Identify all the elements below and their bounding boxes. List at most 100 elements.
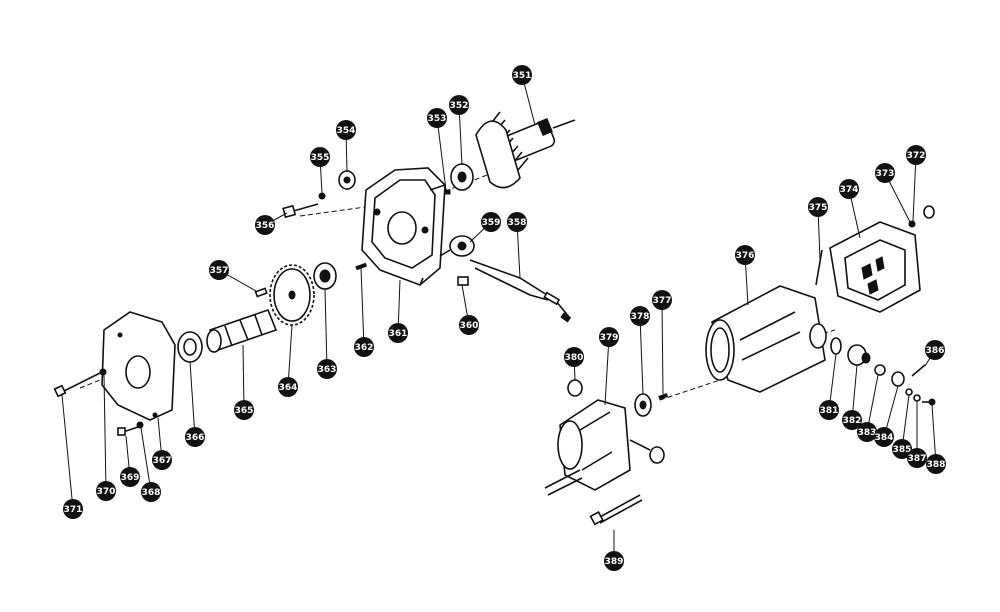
leader-line-371 <box>61 394 74 510</box>
callout-363: 363 <box>317 359 337 379</box>
gear-part-364 <box>269 264 315 326</box>
callout-number-384: 384 <box>875 433 894 443</box>
armature-part <box>475 111 576 189</box>
brush-holder-part-359 <box>439 235 475 257</box>
callout-number-370: 370 <box>97 487 116 497</box>
spring-part-383 <box>874 364 886 376</box>
callout-358: 358 <box>507 212 527 232</box>
callout-bubble-383 <box>857 422 877 442</box>
callout-number-366: 366 <box>186 433 205 443</box>
leader-line-363 <box>324 288 328 370</box>
callout-number-385: 385 <box>893 445 912 455</box>
callout-368: 368 <box>141 482 161 502</box>
callout-365: 365 <box>234 400 254 420</box>
callout-378: 378 <box>630 306 650 326</box>
callout-number-374: 374 <box>840 185 859 195</box>
screw-part-356 <box>282 203 319 219</box>
right-assembly <box>544 205 936 526</box>
leader-lines <box>61 74 937 561</box>
callout-number-376: 376 <box>736 251 755 261</box>
spindle-part-365 <box>206 308 278 353</box>
leader-line-379 <box>604 336 610 406</box>
callout-bubble-371 <box>63 499 83 519</box>
callout-bubble-387 <box>907 448 927 468</box>
callout-number-363: 363 <box>318 365 337 375</box>
callout-389: 389 <box>604 551 624 571</box>
callout-bubble-359 <box>481 212 501 232</box>
leader-line-378 <box>639 315 644 395</box>
callout-381: 381 <box>819 400 839 420</box>
callout-383: 383 <box>857 422 877 442</box>
callout-380: 380 <box>564 347 584 367</box>
callout-bubble-378 <box>630 306 650 326</box>
grommet-part-354 <box>338 170 356 190</box>
callout-379: 379 <box>599 327 619 347</box>
callout-bubble-380 <box>564 347 584 367</box>
end-cap-part-374 <box>829 221 921 313</box>
callout-number-357: 357 <box>210 266 229 276</box>
callout-bubble-389 <box>604 551 624 571</box>
bearing-part-378 <box>634 393 652 417</box>
callout-bubble-351 <box>512 65 532 85</box>
leader-line-368 <box>140 427 152 493</box>
callout-355: 355 <box>310 147 330 167</box>
callout-bubble-376 <box>735 245 755 265</box>
callout-bubble-357 <box>209 260 229 280</box>
callout-number-387: 387 <box>908 454 927 464</box>
callout-377: 377 <box>652 290 672 310</box>
callout-bubble-373 <box>875 163 895 183</box>
callout-bubble-358 <box>507 212 527 232</box>
washer-part-387 <box>913 394 921 402</box>
callout-385: 385 <box>892 439 912 459</box>
callout-number-362: 362 <box>355 343 374 353</box>
pin-part-377 <box>658 393 669 400</box>
callout-labels: 3513523533543553563573583593603613623633… <box>63 65 946 571</box>
callout-number-372: 372 <box>907 151 926 161</box>
callout-359: 359 <box>481 212 501 232</box>
callout-number-356: 356 <box>256 221 275 231</box>
callout-bubble-372 <box>906 145 926 165</box>
callout-number-353: 353 <box>428 114 447 124</box>
callout-354: 354 <box>336 120 356 140</box>
callout-number-373: 373 <box>876 169 895 179</box>
callout-number-359: 359 <box>482 218 501 228</box>
terminal-part-360 <box>457 276 469 286</box>
callout-bubble-362 <box>354 337 374 357</box>
callout-372: 372 <box>906 145 926 165</box>
washer-part-385 <box>905 388 913 396</box>
leader-line-362 <box>360 267 365 348</box>
callout-number-382: 382 <box>843 416 862 426</box>
bolt-part-389 <box>589 494 643 526</box>
callout-387: 387 <box>907 448 927 468</box>
callout-bubble-370 <box>96 481 116 501</box>
callout-number-386: 386 <box>926 346 945 356</box>
callout-number-368: 368 <box>142 488 161 498</box>
callout-bubble-365 <box>234 400 254 420</box>
bearing-part-352 <box>450 163 474 191</box>
callout-number-371: 371 <box>64 505 83 515</box>
callout-369: 369 <box>120 467 140 487</box>
ring-part-380 <box>567 379 583 397</box>
callout-number-377: 377 <box>653 296 672 306</box>
callout-number-383: 383 <box>858 428 877 438</box>
callout-number-389: 389 <box>605 557 624 567</box>
washer-part-370 <box>99 368 107 376</box>
callout-388: 388 <box>926 454 946 474</box>
callout-bubble-368 <box>141 482 161 502</box>
leader-line-370 <box>103 374 107 492</box>
pin-part-362 <box>355 262 368 271</box>
callout-bubble-354 <box>336 120 356 140</box>
callout-360: 360 <box>459 315 479 335</box>
callout-361: 361 <box>388 323 408 343</box>
gear-housing-part-361 <box>361 167 446 286</box>
key-part-357 <box>254 287 268 298</box>
leader-line-364 <box>287 324 293 388</box>
bearing-part-363 <box>313 262 337 290</box>
callout-number-380: 380 <box>565 353 584 363</box>
washer-part-381 <box>830 337 842 355</box>
callout-number-381: 381 <box>820 406 839 416</box>
washer-part-372 <box>908 220 916 228</box>
screw-part-388 <box>922 398 936 406</box>
callout-384: 384 <box>874 427 894 447</box>
